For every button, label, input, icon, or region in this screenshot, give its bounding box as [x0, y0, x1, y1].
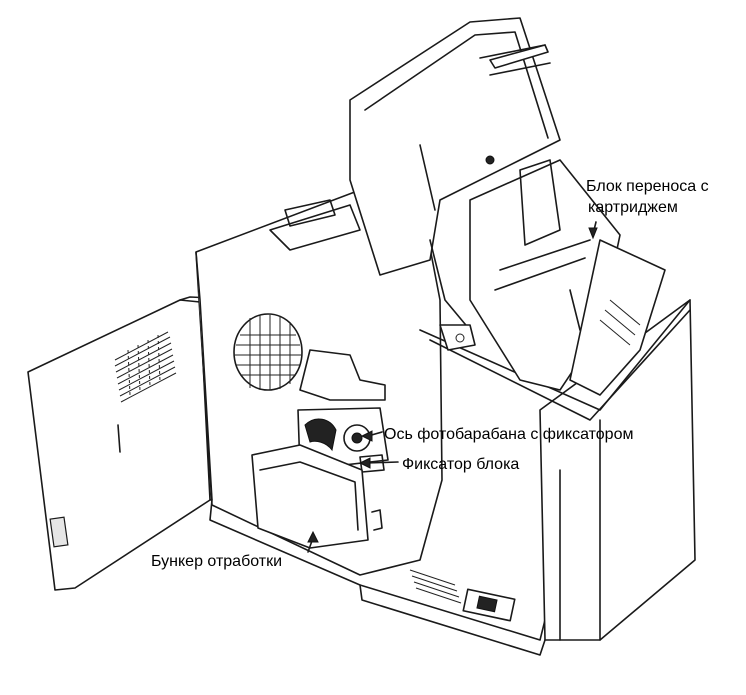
side-door — [27, 296, 223, 591]
label-transfer-unit-line2: картриджем — [588, 199, 678, 216]
label-transfer-unit: Блок переноса с картриджем — [586, 176, 709, 218]
label-unit-lock: Фиксатор блока — [402, 456, 520, 473]
label-transfer-unit-line1: Блок переноса с — [586, 178, 709, 195]
paper-path — [269, 199, 361, 251]
waste-toner-bin — [251, 444, 383, 549]
top-cover-open — [349, 17, 561, 351]
label-drum-axis: Ось фотобарабана с фиксатором — [384, 426, 634, 443]
door-vent-grille — [114, 331, 177, 403]
transfer-unit-cartridge — [469, 159, 666, 396]
round-vent — [233, 313, 303, 391]
leader-lines — [307, 221, 598, 553]
label-waste-bin: Бункер отработки — [151, 553, 283, 570]
